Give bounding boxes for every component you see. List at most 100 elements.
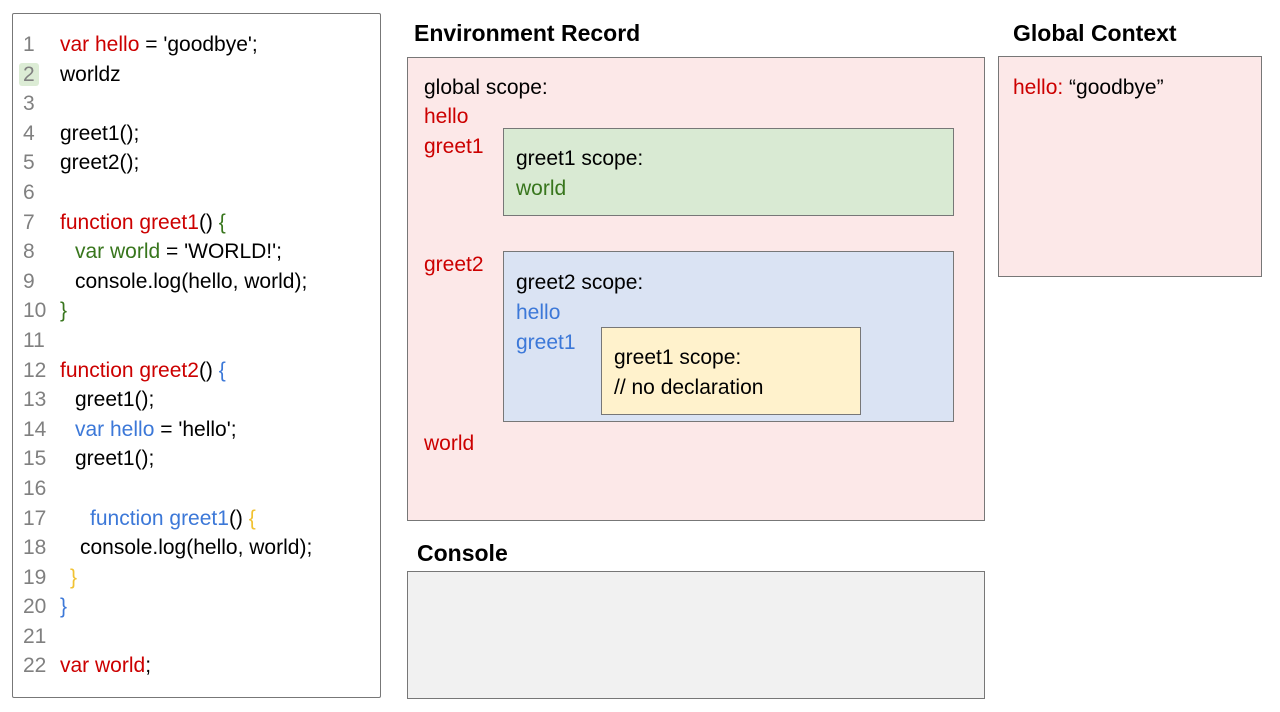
- line-number: 16: [23, 476, 47, 500]
- line-number: 11: [23, 328, 45, 352]
- line-number: 15: [23, 447, 47, 471]
- line-number: 21: [23, 624, 47, 648]
- code-text: function greet1() {: [60, 504, 256, 534]
- code-token: function greet1: [60, 210, 199, 234]
- code-line: 15 greet1();: [23, 444, 380, 474]
- code-line: 4 greet1();: [23, 119, 380, 149]
- line-number: 19: [23, 565, 47, 589]
- code-line: 14 var hello = 'hello';: [23, 415, 380, 445]
- code-line: 10}: [23, 296, 380, 326]
- code-token: var hello: [60, 33, 140, 56]
- code-text: greet1();: [60, 444, 154, 474]
- line-number: 14: [23, 417, 47, 441]
- console-output-box: [407, 571, 985, 699]
- highlighted-line-number: 2: [19, 62, 39, 86]
- code-text: function greet2() {: [60, 356, 226, 386]
- greet2-scope-var-hello: hello: [516, 301, 561, 324]
- code-token: worldz: [60, 62, 121, 86]
- code-token: }: [70, 565, 78, 589]
- line-number: 13: [23, 388, 47, 412]
- code-token: greet1();: [60, 121, 140, 145]
- code-line: 21: [23, 622, 380, 652]
- code-line: 12 function greet2() {: [23, 356, 380, 386]
- line-number: 3: [23, 92, 35, 116]
- global-var-hello: hello: [424, 105, 469, 128]
- code-text: }: [60, 592, 67, 622]
- line-number: 5: [23, 151, 35, 175]
- code-token: greet1();: [75, 388, 155, 412]
- global-var-greet1: greet1: [424, 135, 484, 158]
- line-number: 18: [23, 536, 47, 560]
- environment-record-box: global scope: hello greet1 greet2 world …: [407, 57, 985, 521]
- code-text: var hello = 'goodbye';: [60, 30, 258, 60]
- code-text: }: [60, 563, 77, 593]
- code-token: var world: [60, 654, 146, 678]
- code-token: = 'WORLD!';: [160, 240, 282, 264]
- code-line: 7 function greet1() {: [23, 208, 380, 238]
- code-line: 22 var world;: [23, 651, 380, 681]
- global-var-greet2: greet2: [424, 253, 484, 276]
- greet2-scope-box: greet2 scope: hello greet1 greet1 scope:…: [503, 251, 954, 422]
- inner-greet1-scope-label: greet1 scope:: [614, 346, 742, 369]
- code-text: greet1();: [60, 119, 139, 149]
- code-token: greet1();: [75, 447, 155, 471]
- line-number: 4: [23, 121, 35, 145]
- code-line: 16: [23, 474, 380, 504]
- code-token: console.log(hello, world);: [75, 269, 308, 293]
- code-token: var world: [75, 240, 161, 264]
- global-context-title: Global Context: [1013, 20, 1177, 46]
- greet1-scope-box: greet1 scope: world: [503, 128, 954, 216]
- code-line: 2 worldz: [19, 60, 380, 90]
- code-line: 8 var world = 'WORLD!';: [23, 237, 380, 267]
- line-number: 6: [23, 180, 35, 204]
- code-line: 11: [23, 326, 380, 356]
- code-line: 20}: [23, 592, 380, 622]
- console-title: Console: [417, 540, 508, 566]
- code-token: function greet1: [90, 506, 229, 530]
- code-token: (): [198, 358, 219, 382]
- code-line: 13 greet1();: [23, 385, 380, 415]
- global-context-box: hello: “goodbye”: [998, 56, 1262, 277]
- line-number: 20: [23, 595, 47, 619]
- code-line: 5 greet2();: [23, 148, 380, 178]
- global-var-world: world: [424, 432, 475, 455]
- line-number: 10: [23, 299, 47, 323]
- global-context-entry: hello: “goodbye”: [1013, 76, 1164, 99]
- code-text: var world;: [60, 651, 151, 681]
- line-number: 2: [19, 60, 60, 90]
- code-token: function greet2: [60, 358, 199, 382]
- code-line: 9 console.log(hello, world);: [23, 267, 380, 297]
- global-context-entry-key: hello:: [1013, 76, 1064, 99]
- line-number: 8: [23, 240, 35, 264]
- code-text: function greet1() {: [60, 208, 226, 238]
- code-token: {: [248, 506, 256, 530]
- code-token: greet2();: [60, 151, 140, 175]
- global-scope-label: global scope:: [424, 76, 548, 99]
- code-token: {: [218, 210, 226, 234]
- code-token: {: [218, 358, 226, 382]
- code-token: = 'hello';: [154, 417, 237, 441]
- code-text: var world = 'WORLD!';: [60, 237, 282, 267]
- code-text: greet1();: [60, 385, 154, 415]
- code-token: ;: [145, 654, 152, 678]
- code-text: greet2();: [60, 148, 139, 178]
- code-text: }: [60, 296, 67, 326]
- line-number: 9: [23, 269, 35, 293]
- line-number: 12: [23, 358, 47, 382]
- code-token: (): [228, 506, 249, 530]
- code-token: = 'goodbye';: [139, 33, 258, 56]
- line-number: 7: [23, 210, 35, 234]
- greet1-scope-var-world: world: [516, 177, 567, 200]
- code-token: }: [60, 299, 68, 323]
- line-number: 22: [23, 654, 47, 678]
- inner-greet1-scope-box: greet1 scope: // no declaration: [601, 327, 861, 415]
- code-token: }: [60, 595, 68, 619]
- inner-greet1-scope-comment: // no declaration: [614, 376, 764, 399]
- code-text: worldz: [60, 60, 121, 90]
- code-token: (): [198, 210, 219, 234]
- code-text: var hello = 'hello';: [60, 415, 237, 445]
